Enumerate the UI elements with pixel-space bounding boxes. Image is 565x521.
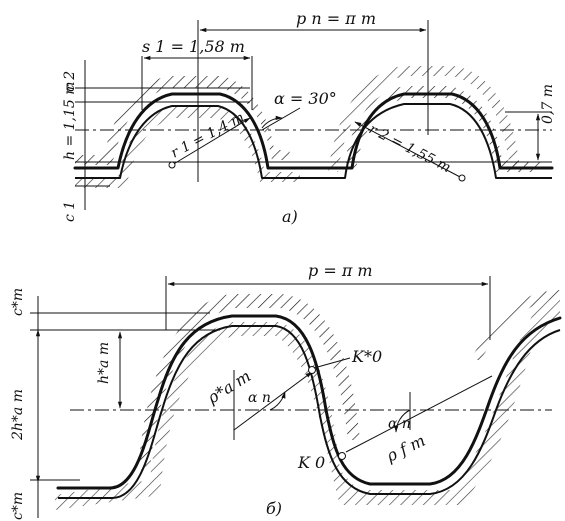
s-label-a: s 1 = 1,58 m	[142, 37, 245, 56]
hatch-band-b-right	[470, 290, 560, 360]
rho-a-label: ρ*a m	[203, 366, 254, 408]
caption-b: б)	[266, 499, 282, 518]
rho-f-label: ρ f m	[383, 431, 429, 466]
hatch-band-b-lower	[55, 300, 560, 510]
pitch-label-a: p n = π m	[296, 9, 376, 28]
alpha-n-arc-left	[269, 391, 286, 411]
h-label-a: h = 1,15 m	[62, 81, 78, 160]
angle-arc-a	[261, 115, 283, 129]
dim07-label: 0,7 m	[540, 84, 556, 124]
two-ha-label: 2h*a m	[10, 389, 26, 441]
k0-star-leader	[313, 357, 351, 369]
profile-a-inner	[75, 103, 552, 179]
pitch-label-b: p = π m	[308, 261, 373, 280]
r1-line	[171, 117, 251, 166]
cm-bottom-label: c*m	[10, 492, 26, 520]
figure-b: p = π m c*m 2h*a m c*m h*a m ρ*a m α n K…	[10, 261, 562, 520]
hatch-band-a-second-tooth	[345, 86, 540, 172]
k0-star-point	[308, 366, 316, 374]
figure-a: p n = π m s 1 = 1,58 m c 2 h = 1,15 m c …	[62, 9, 556, 226]
alpha-n-left: α n	[248, 390, 271, 406]
alpha-n-arc-right	[394, 409, 411, 433]
ham-label: h*a m	[96, 342, 112, 384]
angle-ray-a	[261, 107, 301, 131]
caption-a: а)	[282, 207, 298, 226]
r2-line	[354, 121, 463, 179]
c2-label-a: c 2	[62, 71, 78, 92]
c1-label-a: c 1	[62, 201, 78, 222]
rho-a-line	[233, 371, 313, 431]
hatch-band-a-upper	[75, 76, 290, 165]
rho-f-line	[345, 375, 493, 453]
k0-point	[338, 452, 346, 460]
profile-a-outer	[73, 92, 554, 170]
r2-center	[458, 174, 466, 182]
r1-center	[168, 161, 176, 169]
k0-label: K 0	[297, 453, 325, 472]
profile-b-outer	[56, 314, 562, 490]
k0-star-label: K*0	[351, 347, 382, 366]
cm-label: c*m	[10, 288, 26, 316]
alpha-label-a: α = 30°	[274, 89, 337, 108]
